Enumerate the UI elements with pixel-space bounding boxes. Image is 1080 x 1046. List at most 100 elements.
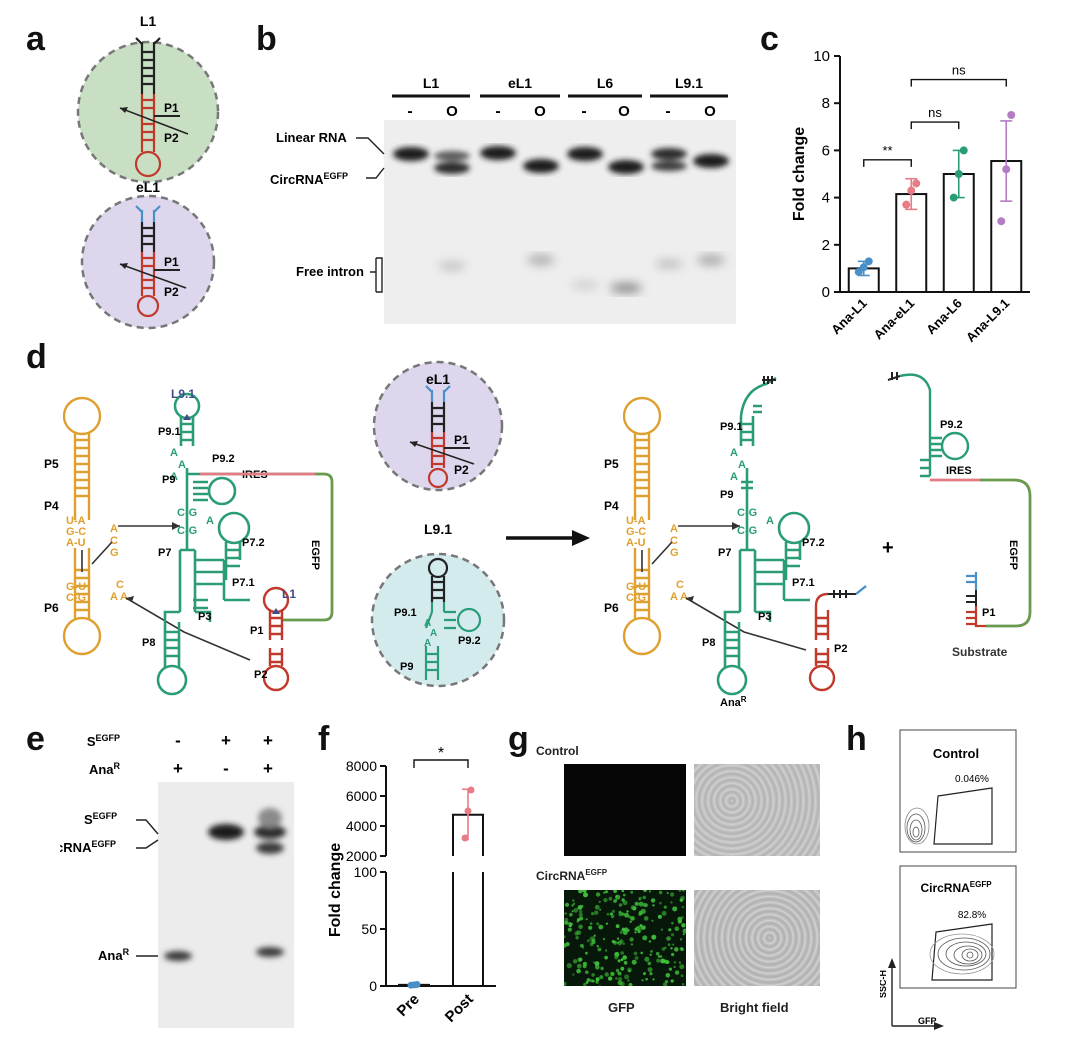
gfp-cell-dot [578, 924, 583, 930]
f-y-tick-label: 8000 [346, 758, 377, 774]
lane-l1-o: O [446, 103, 458, 120]
l1-p2-label: P2 [164, 131, 179, 145]
panel-letter-h: h [846, 720, 867, 758]
svg-text:C: C [110, 535, 118, 547]
d-right-plus: + [882, 537, 894, 559]
d-substrate-label: Substrate [952, 645, 1008, 659]
gfp-cell-dot [637, 929, 641, 934]
lane-name-l1: L1 [423, 75, 440, 91]
gfp-cell-dot [621, 927, 626, 932]
f-y-tick-label: 50 [361, 921, 377, 937]
gfp-cell-dot [627, 979, 630, 982]
lane-l91-o: O [704, 103, 716, 120]
c-sig-bracket [863, 159, 912, 167]
gfp-cell-dot [603, 898, 608, 903]
gfp-cell-dot [586, 978, 591, 982]
gfp-cell-dot [598, 984, 601, 986]
d-left-p9: P9 [162, 474, 175, 486]
gfp-cell-dot [586, 939, 590, 943]
gfp-cell-dot [650, 950, 653, 953]
gfp-cell-dot [631, 959, 637, 965]
gfp-cell-dot [651, 919, 654, 922]
gfp-cell-dot [656, 958, 661, 963]
gfp-cell-dot [660, 928, 663, 931]
el1-stem-black [140, 222, 156, 252]
d-right-red-cap-black [828, 590, 856, 598]
gfp-cell-dot [630, 890, 634, 894]
gfp-cell-dot [633, 951, 638, 956]
c-point [907, 186, 916, 195]
d-mid-l91-circle [370, 552, 506, 688]
d-right-arrow-left-head [686, 596, 694, 602]
gfp-cell-dot [595, 977, 600, 982]
c-x-tick-label: Ana-L6 [923, 296, 965, 338]
gfp-cell-dot [628, 983, 633, 986]
gfp-cell-dot [613, 890, 617, 893]
d-left-p7: P7 [158, 547, 171, 559]
d-right-p5: P5 [604, 457, 619, 471]
d-substrate-egfp-line [980, 478, 1032, 628]
panel-a-title-el1: eL1 [136, 179, 160, 195]
gfp-cell-dot [592, 961, 596, 964]
gfp-cell-dot [649, 953, 652, 956]
svg-text:A: A [110, 523, 118, 535]
gfp-cell-dot [622, 955, 627, 960]
h-circ-plot [899, 865, 1017, 989]
g-circ-gfp-image [564, 890, 686, 986]
panel-b: L1 eL1 L6 L9.1 - O - O - O - O [262, 60, 742, 330]
d-left-p1: P1 [250, 625, 263, 637]
l1-p1-label: P1 [164, 101, 179, 115]
svg-text:G-C: G-C [66, 526, 86, 538]
d-left-p5p6-orange [62, 396, 102, 656]
gfp-cell-dot [648, 890, 652, 893]
d-substrate-egfp: EGFP [1007, 540, 1019, 570]
c-point [1002, 165, 1011, 174]
panel-a-figure: L1 P1 P2 eL1 P1 P2 [76, 13, 220, 330]
d-left-arrow-left-head [126, 596, 134, 602]
label-linear-rna: Linear RNA [276, 130, 347, 145]
c-point [854, 267, 863, 276]
f-sig-label: * [438, 745, 444, 762]
d-left-l91: L9.1 [171, 387, 195, 401]
gfp-cell-dot [604, 955, 608, 960]
gfp-cell-dot [680, 974, 684, 978]
f-point [461, 834, 469, 842]
h-control-gate [933, 787, 993, 845]
gfp-cell-dot [634, 901, 639, 906]
el1-stem-red [136, 252, 160, 318]
gfp-cell-dot [668, 928, 672, 932]
svg-text:A: A [120, 591, 128, 603]
d-substrate-black [966, 590, 977, 606]
d-left-p4: P4 [44, 499, 59, 513]
panel-b-gel-svg: L1 eL1 L6 L9.1 - O - O - O - O [270, 75, 736, 324]
gfp-cell-dot [680, 938, 683, 941]
gfp-cell-dot [668, 967, 672, 971]
gfp-cell-dot [591, 912, 595, 916]
h-control-pct: 0.046% [955, 774, 989, 785]
g-control-gfp-image [564, 764, 686, 856]
h-control-contours [904, 807, 930, 845]
d-substrate-p92: P9.2 [940, 419, 963, 431]
gfp-cell-dot [638, 902, 641, 905]
gfp-cell-dot [606, 912, 610, 916]
gfp-cell-dot [604, 972, 609, 977]
gfp-cell-dot [681, 905, 685, 909]
gfp-cell-dot [661, 910, 667, 916]
e-ana-lane3: + [263, 759, 273, 778]
gfp-cell-dot [630, 943, 634, 946]
gfp-cell-dot [594, 904, 600, 910]
gfp-cell-dot [610, 914, 615, 918]
e-s-lane1: - [175, 731, 181, 750]
h-control-title: Control [933, 746, 979, 761]
f-y-tick-label: 2000 [346, 848, 377, 864]
gfp-cell-dot [652, 904, 655, 907]
gfp-cell-dot [666, 936, 671, 941]
gfp-cell-dot [611, 940, 615, 944]
d-right-orange [622, 396, 662, 656]
gfp-cell-dot [594, 910, 599, 915]
d-right-arrow-left [685, 597, 807, 651]
gfp-cell-dot [564, 935, 566, 939]
panel-letter-b: b [256, 20, 277, 58]
